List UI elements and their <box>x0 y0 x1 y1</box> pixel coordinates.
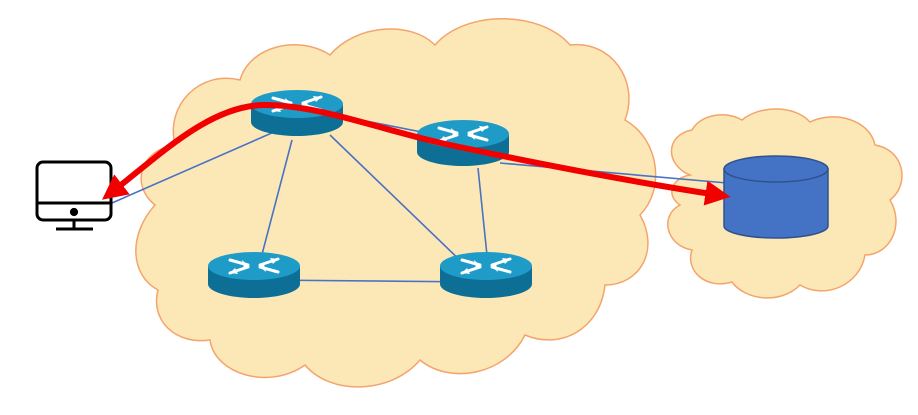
router-4-icon <box>438 250 534 300</box>
main-network-cloud <box>135 18 657 388</box>
database-icon <box>723 155 829 239</box>
computer-icon <box>35 160 113 231</box>
router-3-icon <box>206 250 302 300</box>
data-path-arrow <box>102 101 731 206</box>
